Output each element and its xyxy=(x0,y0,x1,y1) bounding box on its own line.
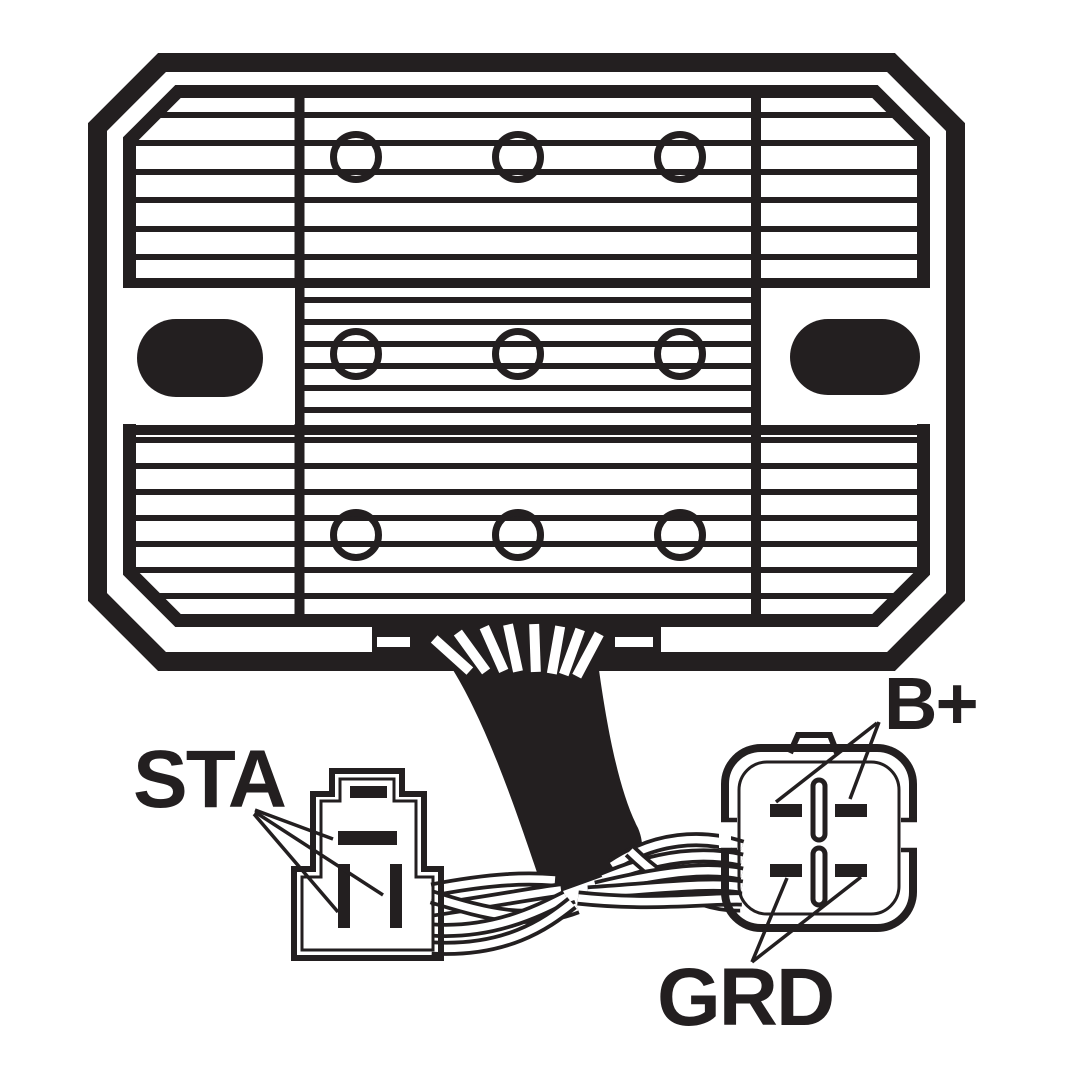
wire-strand xyxy=(577,890,743,910)
b-plus-leader-line xyxy=(774,721,879,804)
label-sta: STA xyxy=(133,734,286,825)
wire-harness xyxy=(429,623,745,956)
four-pin-connector-inner-line xyxy=(737,760,901,916)
sta-leader-line xyxy=(254,810,384,897)
wire-sheath xyxy=(453,670,643,893)
bolt-holes xyxy=(330,131,706,561)
mounting-slot-left xyxy=(137,319,263,397)
wire-exit-slot-left xyxy=(377,637,410,647)
grd-leader-line xyxy=(750,875,863,964)
sta-connector-pin-horizontal xyxy=(338,831,397,845)
outer-case-outline xyxy=(88,53,965,671)
sta-connector-pin-left xyxy=(338,864,350,928)
regulator-body xyxy=(88,53,965,671)
bolt-hole xyxy=(492,328,544,380)
center-slot-lower xyxy=(810,845,828,908)
sta-connector-key-pin xyxy=(350,786,387,798)
latch-notch-left xyxy=(719,822,731,848)
sta-connector-inner-line xyxy=(300,777,435,952)
sta-connector xyxy=(291,768,444,961)
pin-b-plus-right xyxy=(835,804,867,817)
wire-strands-fan xyxy=(430,623,604,679)
latch-notch-right xyxy=(907,822,919,848)
sta-leader-line xyxy=(254,808,334,841)
pin-ground-left xyxy=(770,864,802,877)
label-grd: GRD xyxy=(657,952,833,1043)
bolt-hole xyxy=(654,509,706,561)
wire-strand xyxy=(594,863,744,896)
latch-notch-ticks xyxy=(721,817,917,853)
pin-ground-right xyxy=(835,864,867,877)
bolt-hole xyxy=(492,131,544,183)
wire-strand xyxy=(430,871,556,898)
grd-leader-line xyxy=(750,877,789,963)
bolt-hole xyxy=(654,328,706,380)
wire-exit-slot-right xyxy=(615,637,653,647)
four-pin-connector xyxy=(719,732,919,932)
b-plus-leader-line xyxy=(848,721,881,800)
wires-left-group xyxy=(429,871,580,956)
section-dividers xyxy=(125,92,928,620)
bolt-hole xyxy=(654,131,706,183)
sta-connector-outline xyxy=(291,768,444,961)
leader-lines xyxy=(252,721,881,964)
wire-strand xyxy=(431,897,577,956)
bolt-hole xyxy=(330,131,382,183)
bolt-hole xyxy=(492,509,544,561)
label-b-plus: B+ xyxy=(884,662,977,745)
bolt-hole xyxy=(330,328,382,380)
wire-strand xyxy=(600,848,744,886)
bolt-hole xyxy=(330,509,382,561)
mounting-slot-right xyxy=(790,319,920,395)
wire-strand xyxy=(431,890,570,938)
four-pin-connector-key-bump xyxy=(787,732,840,755)
center-slot-upper xyxy=(810,777,828,843)
sta-connector-pin-right xyxy=(390,864,402,928)
heat-sink-fins xyxy=(129,112,924,599)
pin-b-plus-left xyxy=(770,804,802,817)
sta-leader-line xyxy=(252,812,340,914)
wire-strand xyxy=(587,877,744,901)
